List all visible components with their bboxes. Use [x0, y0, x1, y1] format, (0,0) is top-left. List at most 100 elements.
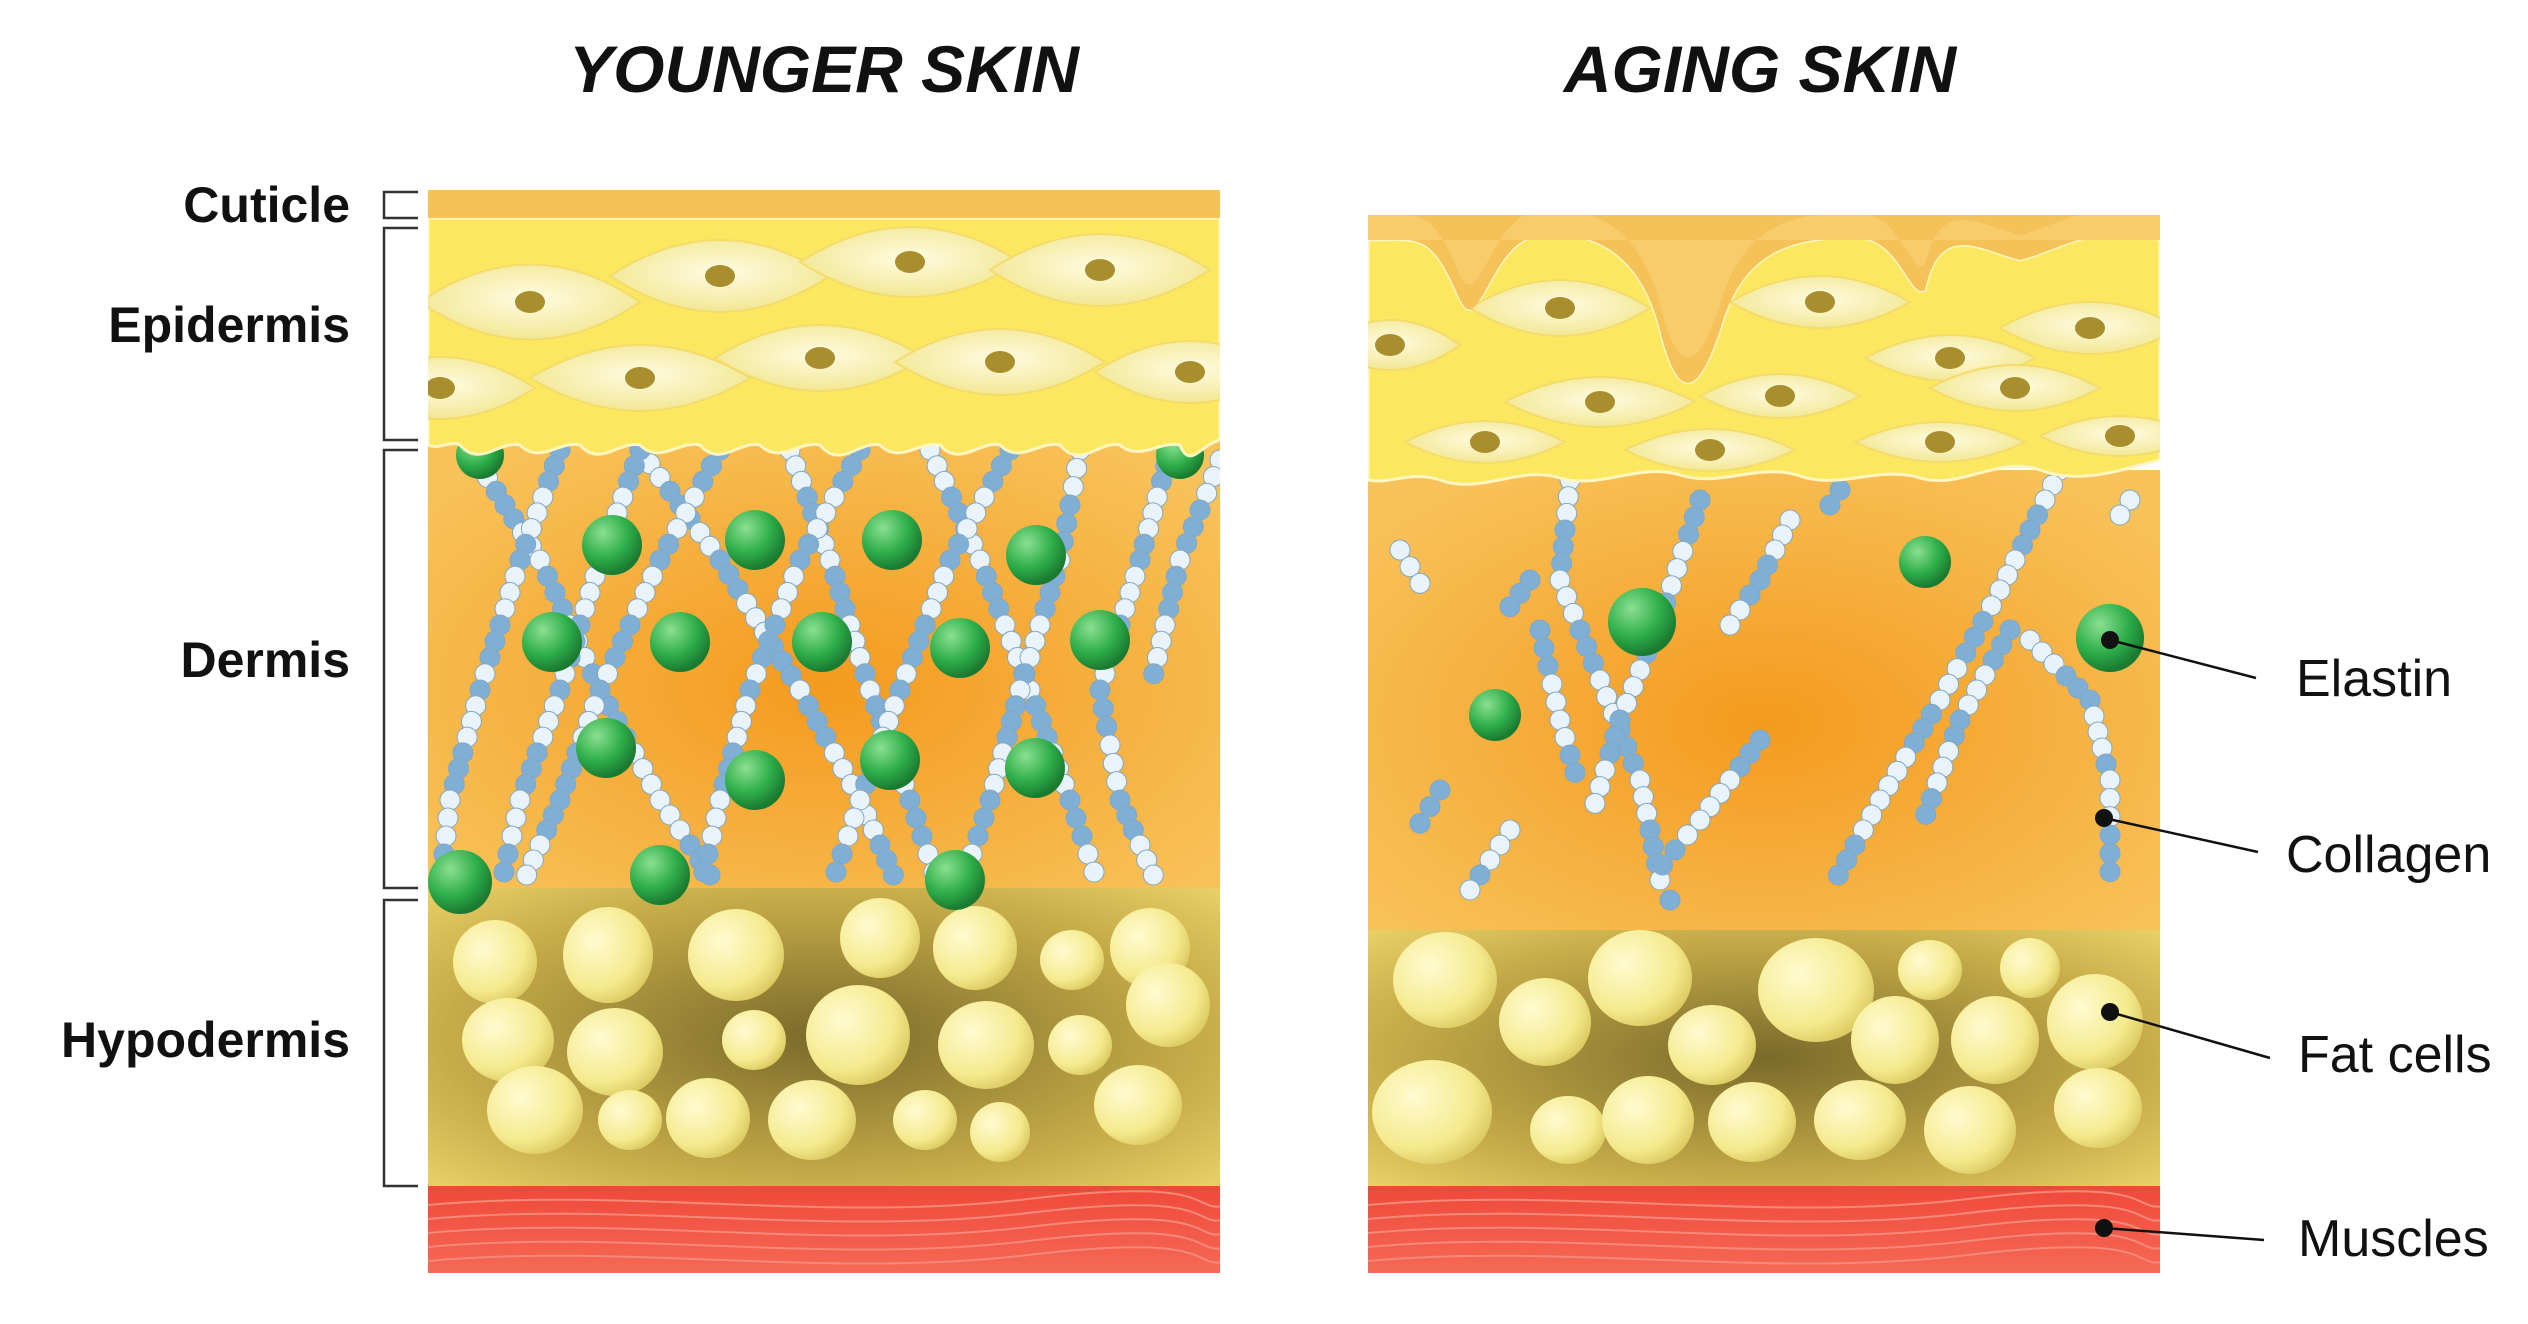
collagen-bead — [1689, 809, 1711, 831]
fat-cell — [893, 1090, 957, 1150]
fat-cell — [938, 1001, 1034, 1089]
cell-body — [2037, 415, 2160, 457]
cell-nucleus — [2000, 377, 2030, 399]
elastin-sphere — [522, 612, 582, 672]
fat-cell — [1499, 978, 1591, 1066]
fat-cell — [1851, 996, 1939, 1084]
aging-fat-cells — [1372, 930, 2143, 1174]
collagen-bead — [849, 789, 871, 811]
elastin-sphere — [1899, 536, 1951, 588]
fat-cell — [933, 906, 1017, 990]
cell-nucleus — [1935, 347, 1965, 369]
fat-cell — [563, 907, 653, 1003]
collagen-bead — [979, 789, 1001, 811]
epidermal-cell — [1727, 275, 1913, 329]
collagen-bead — [1499, 596, 1521, 618]
fat-cell — [768, 1080, 856, 1160]
hypodermis-label: Hypodermis — [61, 1012, 350, 1068]
collagen-bead — [1409, 812, 1431, 834]
collagen-fiber — [1819, 479, 1851, 516]
collagen-fiber — [2019, 629, 2121, 883]
fat-cell — [688, 909, 784, 1001]
collagen-bead — [1584, 792, 1606, 814]
elastin-sphere — [860, 730, 920, 790]
collagen-bead — [1106, 771, 1128, 793]
collagen-fiber — [1143, 449, 1220, 685]
collagen-bead — [1059, 789, 1081, 811]
collagen-bead — [905, 807, 927, 829]
elastin-sphere — [650, 612, 710, 672]
elastin-sphere — [630, 845, 690, 905]
collagen-bead — [1541, 673, 1563, 695]
aging-skin-panel — [1368, 215, 2160, 1273]
elastin-sphere — [925, 850, 985, 910]
muscle-fiber — [1368, 1246, 2160, 1265]
muscle-fiber — [428, 1232, 1220, 1251]
collagen-bead — [1092, 697, 1114, 719]
fat-cell — [1372, 1060, 1492, 1164]
collagen-bead — [1099, 734, 1121, 756]
cell-nucleus — [1470, 431, 1500, 453]
collagen-bead — [1915, 803, 1937, 825]
collagen-bead — [659, 804, 681, 826]
collagen-bead — [1059, 494, 1081, 516]
epidermal-cell — [1927, 364, 2103, 412]
collagen-bead — [437, 807, 459, 829]
collagen-bead — [1459, 879, 1481, 901]
collagen-bead — [501, 825, 523, 847]
epidermal-cell — [1368, 319, 1462, 371]
epidermal-cell — [1402, 420, 1568, 464]
collagen-bead — [693, 861, 715, 883]
elastin-sphere — [1005, 738, 1065, 798]
muscle-fiber — [1368, 1190, 2160, 1209]
collagen-bead — [1096, 716, 1118, 738]
elastin-sphere — [792, 612, 852, 672]
collagen-bead — [2119, 489, 2141, 511]
collagen-bead — [1499, 819, 1521, 841]
fat-cell — [1668, 1005, 1756, 1085]
collagen-bead — [516, 864, 538, 886]
cell-nucleus — [2105, 425, 2135, 447]
collagen-bead — [505, 807, 527, 829]
collagen-bead — [1142, 864, 1164, 886]
fat-cell — [722, 1010, 786, 1070]
collagen-bead — [1729, 599, 1751, 621]
cell-body — [428, 356, 537, 420]
collagen-bead — [1677, 824, 1698, 846]
cell-nucleus — [805, 347, 835, 369]
collagen-bead — [1739, 584, 1761, 606]
epidermal-cell — [2037, 415, 2160, 457]
fat-cells-label: Fat cells — [2298, 1026, 2492, 1084]
epidermis-label: Epidermis — [108, 297, 350, 353]
collagen-bead — [1819, 494, 1841, 516]
collagen-fiber — [1915, 619, 2021, 825]
epidermis-bracket — [382, 226, 418, 442]
collagen-bead — [843, 807, 865, 829]
epidermal-cell — [1468, 279, 1652, 337]
muscle-fiber — [1368, 1204, 2160, 1223]
fat-cell — [2047, 974, 2143, 1070]
collagen-bead — [435, 825, 457, 847]
cell-nucleus — [2075, 317, 2105, 339]
young-epidermal-cells — [428, 226, 1220, 420]
young-muscle-fibers — [428, 1190, 1220, 1265]
cell-nucleus — [515, 291, 545, 313]
elastin-sphere — [725, 510, 785, 570]
elastin-sphere — [725, 750, 785, 810]
collagen-bead — [1469, 864, 1491, 886]
cell-nucleus — [428, 377, 455, 399]
collagen-bead — [1209, 449, 1220, 471]
elastin-sphere — [428, 850, 492, 914]
collagen-bead — [1429, 779, 1451, 801]
collagen-fiber — [1459, 819, 1521, 901]
epidermal-cell — [893, 328, 1107, 396]
epidermal-cell — [608, 239, 832, 313]
cell-nucleus — [1085, 259, 1115, 281]
collagen-bead — [2099, 769, 2121, 791]
fat-cell — [567, 1008, 663, 1096]
fat-cell — [806, 985, 910, 1085]
collagen-bead — [1409, 572, 1431, 594]
cell-nucleus — [1175, 361, 1205, 383]
collagen-bead — [2099, 861, 2121, 883]
fat-cell — [1393, 932, 1497, 1028]
